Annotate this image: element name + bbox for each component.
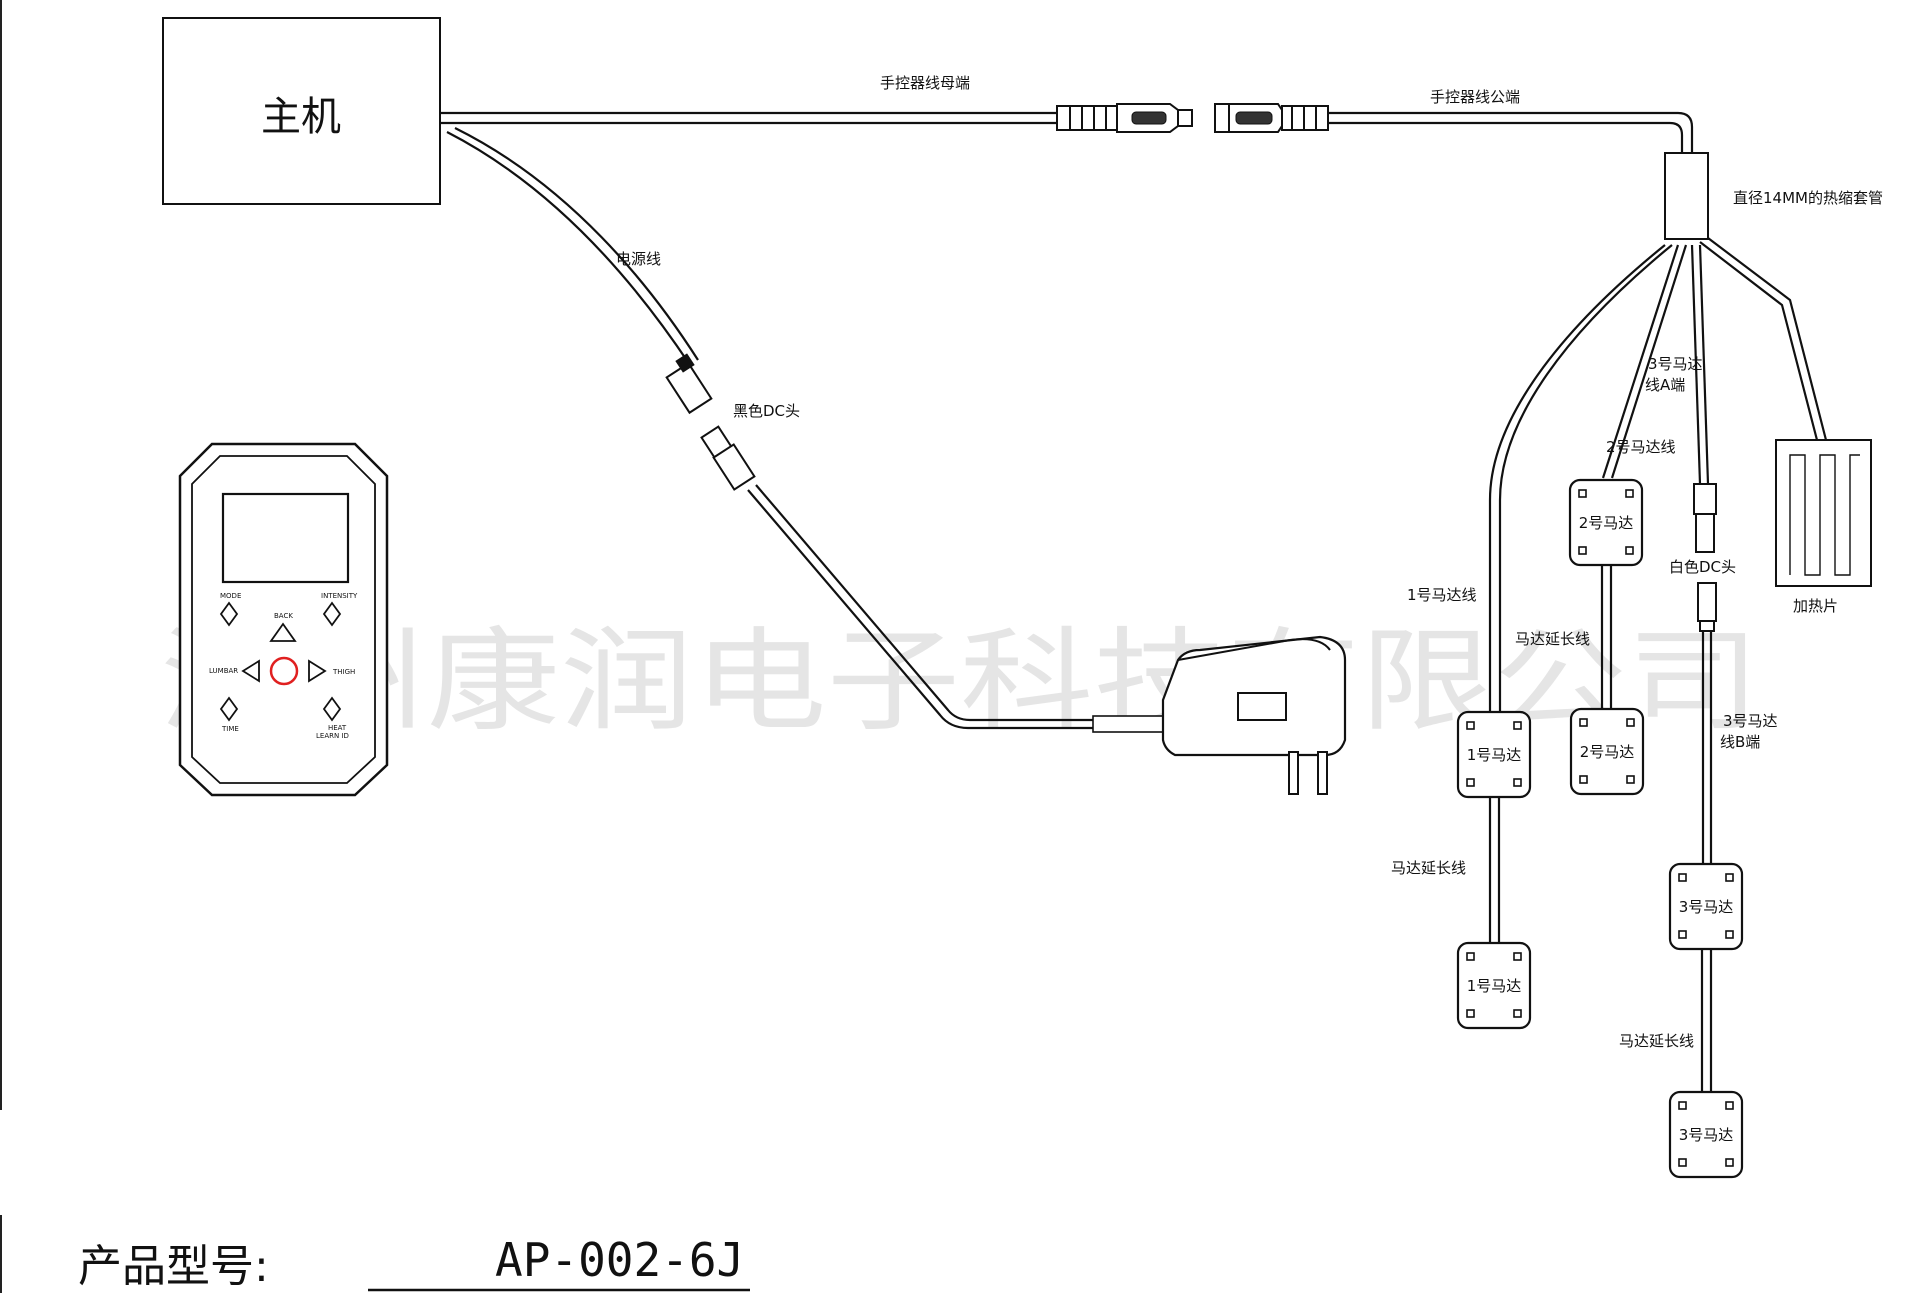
- mode-label: MODE: [220, 592, 241, 600]
- motor3-top-label: 3号马达: [1679, 898, 1734, 916]
- power-cable: [446, 127, 713, 415]
- center-power-button[interactable]: [269, 656, 299, 686]
- motor1-bottom-label: 1号马达: [1467, 977, 1522, 995]
- host-label: 主机: [261, 94, 341, 140]
- motor3-b-label-line2: 线B端: [1720, 733, 1760, 751]
- motor2-line-label: 2号马达线: [1606, 438, 1676, 456]
- ext-bottom-label: 马达延长线: [1619, 1032, 1694, 1050]
- mode-button[interactable]: [219, 601, 239, 627]
- motor3-a-label-line1: 3号马达: [1648, 355, 1703, 373]
- motor2-cable: [1601, 244, 1688, 479]
- motor3-top: 3号马达: [1668, 862, 1744, 951]
- intensity-button[interactable]: [322, 601, 342, 627]
- white-dc-connector: [1693, 483, 1717, 632]
- motor2-top-label: 2号马达: [1579, 514, 1634, 532]
- handset-cable-female: [440, 103, 1193, 133]
- heat-label: HEAT: [328, 724, 347, 732]
- model-label: 产品型号:: [78, 1241, 269, 1292]
- motor2-bottom: 2号马达: [1569, 707, 1645, 796]
- power-adapter: [1161, 635, 1347, 795]
- ext-mid-label: 马达延长线: [1515, 630, 1590, 648]
- motor3-cable-a: [1690, 244, 1710, 485]
- power-cable-label: 电源线: [616, 250, 661, 268]
- model-value: AP-002-6J: [495, 1233, 744, 1287]
- motor2-bottom-label: 2号马达: [1580, 743, 1635, 761]
- host-unit: 主机: [162, 17, 441, 205]
- handset-cable-male: [1214, 103, 1694, 153]
- motor3-bottom: 3号马达: [1668, 1090, 1744, 1179]
- motor1-top-label: 1号马达: [1467, 746, 1522, 764]
- female-cable-label: 手控器线母端: [880, 74, 970, 92]
- motor2-top: 2号马达: [1568, 478, 1644, 567]
- heater-pad: [1775, 439, 1872, 587]
- motor3-cable-b: [1701, 631, 1713, 864]
- time-button[interactable]: [219, 696, 239, 722]
- black-dc-plug: [700, 425, 1164, 733]
- motor1-cable: [1488, 244, 1673, 712]
- male-cable-label: 手控器线公端: [1430, 88, 1520, 106]
- motor3-b-label-line1: 3号马达: [1723, 712, 1778, 730]
- time-label: TIME: [221, 725, 239, 733]
- black-dc-label: 黑色DC头: [733, 402, 800, 420]
- intensity-label: INTENSITY: [321, 592, 358, 600]
- motor1-top: 1号马达: [1456, 710, 1532, 799]
- back-up-arrow-icon[interactable]: [269, 622, 297, 642]
- learn-id-label: LEARN ID: [316, 732, 349, 740]
- heater-label: 加热片: [1793, 597, 1838, 615]
- motor1-line-label: 1号马达线: [1407, 586, 1477, 604]
- motor3-bottom-label: 3号马达: [1679, 1126, 1734, 1144]
- back-label: BACK: [274, 612, 293, 620]
- heater-cable: [1699, 237, 1828, 441]
- shrink-tube-label: 直径14MM的热缩套管: [1733, 189, 1883, 207]
- right-arrow-icon[interactable]: [308, 659, 327, 683]
- ext-left-label: 马达延长线: [1391, 859, 1466, 877]
- remote-controller: MODE BACK INTENSITY LUMBAR THIGH TIME HE…: [178, 442, 389, 797]
- white-dc-label: 白色DC头: [1669, 558, 1736, 576]
- remote-screen: [221, 492, 350, 584]
- heat-shrink-tube: [1664, 152, 1709, 240]
- thigh-label: THIGH: [332, 668, 355, 676]
- lumbar-label: LUMBAR: [209, 667, 238, 675]
- motor1-bottom: 1号马达: [1456, 941, 1532, 1030]
- heat-button[interactable]: [322, 696, 342, 722]
- left-arrow-icon[interactable]: [241, 659, 260, 683]
- motor3-a-label-line2: 线A端: [1645, 376, 1685, 394]
